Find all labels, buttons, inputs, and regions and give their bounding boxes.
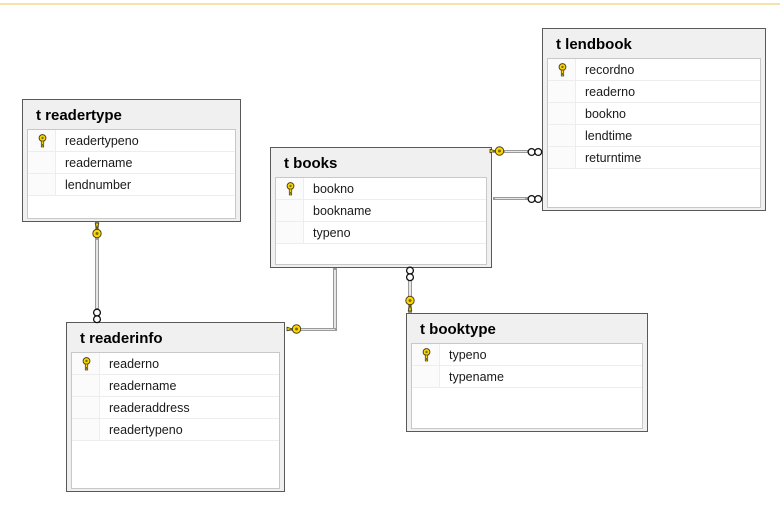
field-name: readertypeno (109, 422, 183, 437)
field-list: recordno readerno bookno lendtime returntime (547, 58, 761, 208)
field-name: returntime (585, 150, 642, 165)
field-key-cell (548, 125, 576, 146)
field-row[interactable]: lendtime (548, 125, 760, 147)
key-icon (81, 357, 92, 371)
field-row[interactable]: readertypeno (28, 130, 235, 152)
key-icon (421, 348, 432, 362)
field-row[interactable]: typeno (412, 344, 642, 366)
field-name: recordno (585, 62, 635, 77)
field-list-empty-area (276, 244, 486, 264)
field-list-empty-area (412, 388, 642, 428)
key-icon (557, 63, 568, 77)
relationship-booktype-books-line-highlight (409, 280, 411, 298)
field-key-cell (72, 397, 100, 418)
primary-key-cell (548, 59, 576, 80)
field-list: typeno typename (411, 343, 643, 429)
relationship-key-icon-books-lendbook (489, 144, 507, 163)
field-row[interactable]: readername (28, 152, 235, 174)
primary-key-cell (28, 130, 56, 151)
field-row[interactable]: lendnumber (28, 174, 235, 196)
primary-key-cell (276, 178, 304, 199)
field-name: lendnumber (65, 177, 132, 192)
entity-title: t readerinfo (80, 330, 163, 347)
field-name: bookno (313, 181, 355, 196)
entity-table[interactable]: t booktype typeno typename (406, 313, 648, 432)
field-key-cell (548, 81, 576, 102)
field-row[interactable]: bookno (548, 103, 760, 125)
field-row[interactable]: bookno (276, 178, 486, 200)
field-name: readerno (585, 84, 636, 99)
field-row[interactable]: readerno (548, 81, 760, 103)
relationship-infinity-icon-readerinfo-lendbook (527, 192, 543, 210)
field-row[interactable]: readeraddress (72, 397, 279, 419)
relationship-readertype-readerinfo-line-highlight (96, 240, 98, 308)
field-name: typeno (449, 347, 487, 362)
field-name: readerno (109, 356, 160, 371)
field-key-cell (72, 375, 100, 396)
entity-table[interactable]: t readerinfo readerno readername readeraddr… (66, 322, 285, 492)
field-name: bookno (585, 106, 627, 121)
field-list: bookno bookname typeno (275, 177, 487, 265)
field-name: readername (109, 378, 177, 393)
entity-table[interactable]: t lendbook recordno readerno bookno lendtime… (542, 28, 766, 211)
top-accent-rule (0, 3, 780, 5)
field-name: typename (449, 369, 504, 384)
field-list-empty-area (548, 169, 760, 207)
field-list-empty-area (28, 196, 235, 218)
field-list-empty-area (72, 441, 279, 488)
field-name: typeno (313, 225, 351, 240)
field-row[interactable]: readertypeno (72, 419, 279, 441)
field-row[interactable]: readername (72, 375, 279, 397)
entity-title: t lendbook (556, 36, 632, 53)
primary-key-cell (412, 344, 440, 365)
entity-table[interactable]: t books bookno bookname typeno (270, 147, 492, 268)
field-list: readerno readername readeraddress readertyp… (71, 352, 280, 489)
field-key-cell (72, 419, 100, 440)
field-key-cell (276, 222, 304, 243)
relationship-books-readerinfo-line-horizontal-highlight (300, 329, 335, 330)
field-name: bookname (313, 203, 372, 218)
relationship-infinity-icon-books-lendbook (527, 145, 543, 163)
field-key-cell (412, 366, 440, 387)
field-row[interactable]: typeno (276, 222, 486, 244)
field-list: readertypeno readername lendnumber (27, 129, 236, 219)
field-name: readertypeno (65, 133, 139, 148)
field-row[interactable]: bookname (276, 200, 486, 222)
field-key-cell (548, 103, 576, 124)
entity-title: t booktype (420, 321, 496, 338)
relationship-books-lendbook-line-highlight (505, 151, 527, 152)
relationship-infinity-icon-booktype-books (404, 266, 416, 287)
field-row[interactable]: returntime (548, 147, 760, 169)
relationship-key-icon-readertype-readerinfo (90, 222, 104, 245)
field-name: readeraddress (109, 400, 190, 415)
field-row[interactable]: readerno (72, 353, 279, 375)
relationship-books-readerinfo-line-vertical-highlight (334, 270, 336, 328)
field-name: lendtime (585, 128, 633, 143)
field-key-cell (276, 200, 304, 221)
relationship-readerinfo-lendbook-line-highlight (495, 198, 525, 199)
field-key-cell (28, 152, 56, 173)
field-row[interactable]: typename (412, 366, 642, 388)
key-icon (37, 134, 48, 148)
primary-key-cell (72, 353, 100, 374)
field-row[interactable]: recordno (548, 59, 760, 81)
entity-table[interactable]: t readertype readertypeno readername lendnu… (22, 99, 241, 222)
field-key-cell (28, 174, 56, 195)
key-icon (285, 182, 296, 196)
relationship-infinity-icon-readertype-readerinfo (91, 308, 103, 329)
field-key-cell (548, 147, 576, 168)
relationship-key-icon-books-readerinfo (285, 322, 303, 341)
relationship-key-icon-booktype-books (403, 294, 417, 317)
entity-title: t readertype (36, 107, 122, 124)
entity-title: t books (284, 155, 338, 172)
field-name: readername (65, 155, 133, 170)
